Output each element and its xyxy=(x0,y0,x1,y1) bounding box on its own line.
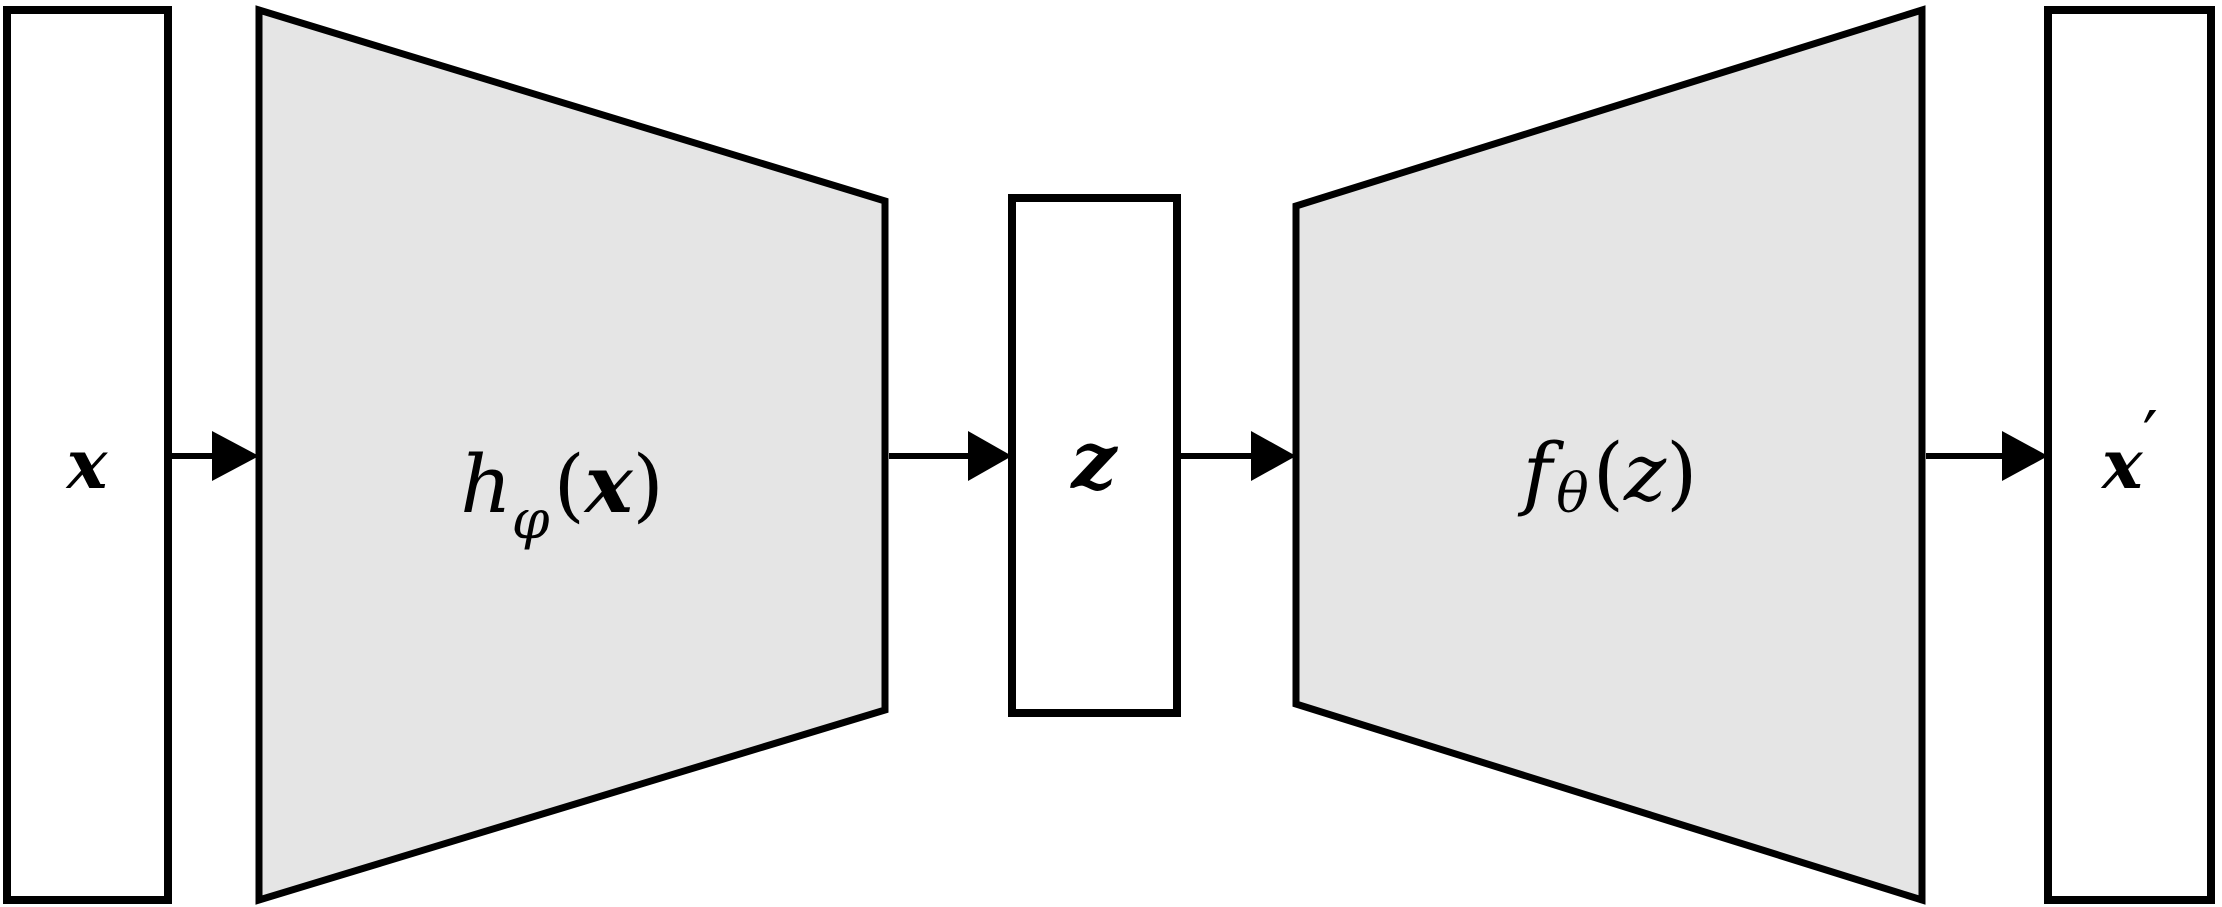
output-variable: x xyxy=(2100,425,2144,505)
decoder-open-paren: ( xyxy=(1593,426,1624,519)
arrow-encoder-to-latent xyxy=(889,431,1012,481)
decoder-close-paren: ) xyxy=(1666,426,1697,519)
decoder-trapezoid xyxy=(1292,5,1926,905)
encoder-subscript: φ xyxy=(512,488,550,551)
output-prime: ′ xyxy=(2143,398,2158,477)
encoder-arg: x xyxy=(583,437,634,531)
decoder-subscript: θ xyxy=(1556,462,1589,525)
decoder-arg: z xyxy=(1623,426,1667,519)
latent-label: z xyxy=(1069,413,1118,507)
encoder-trapezoid xyxy=(255,5,889,905)
encoder-label: hφ(x) xyxy=(460,437,663,551)
latent-box xyxy=(1008,194,1181,717)
encoder-open-paren: ( xyxy=(554,438,585,531)
arrow-latent-to-decoder xyxy=(1181,431,1296,481)
output-label: x′ xyxy=(2100,398,2158,505)
decoder-label: fθ(z) xyxy=(1518,426,1698,525)
output-box xyxy=(2044,6,2215,904)
arrow-decoder-to-output xyxy=(1926,431,2048,481)
input-label: x xyxy=(65,425,109,505)
encoder-close-paren: ) xyxy=(633,438,664,531)
arrow-input-to-encoder xyxy=(172,431,259,481)
input-box xyxy=(3,6,172,904)
encoder-function: h xyxy=(460,438,512,531)
